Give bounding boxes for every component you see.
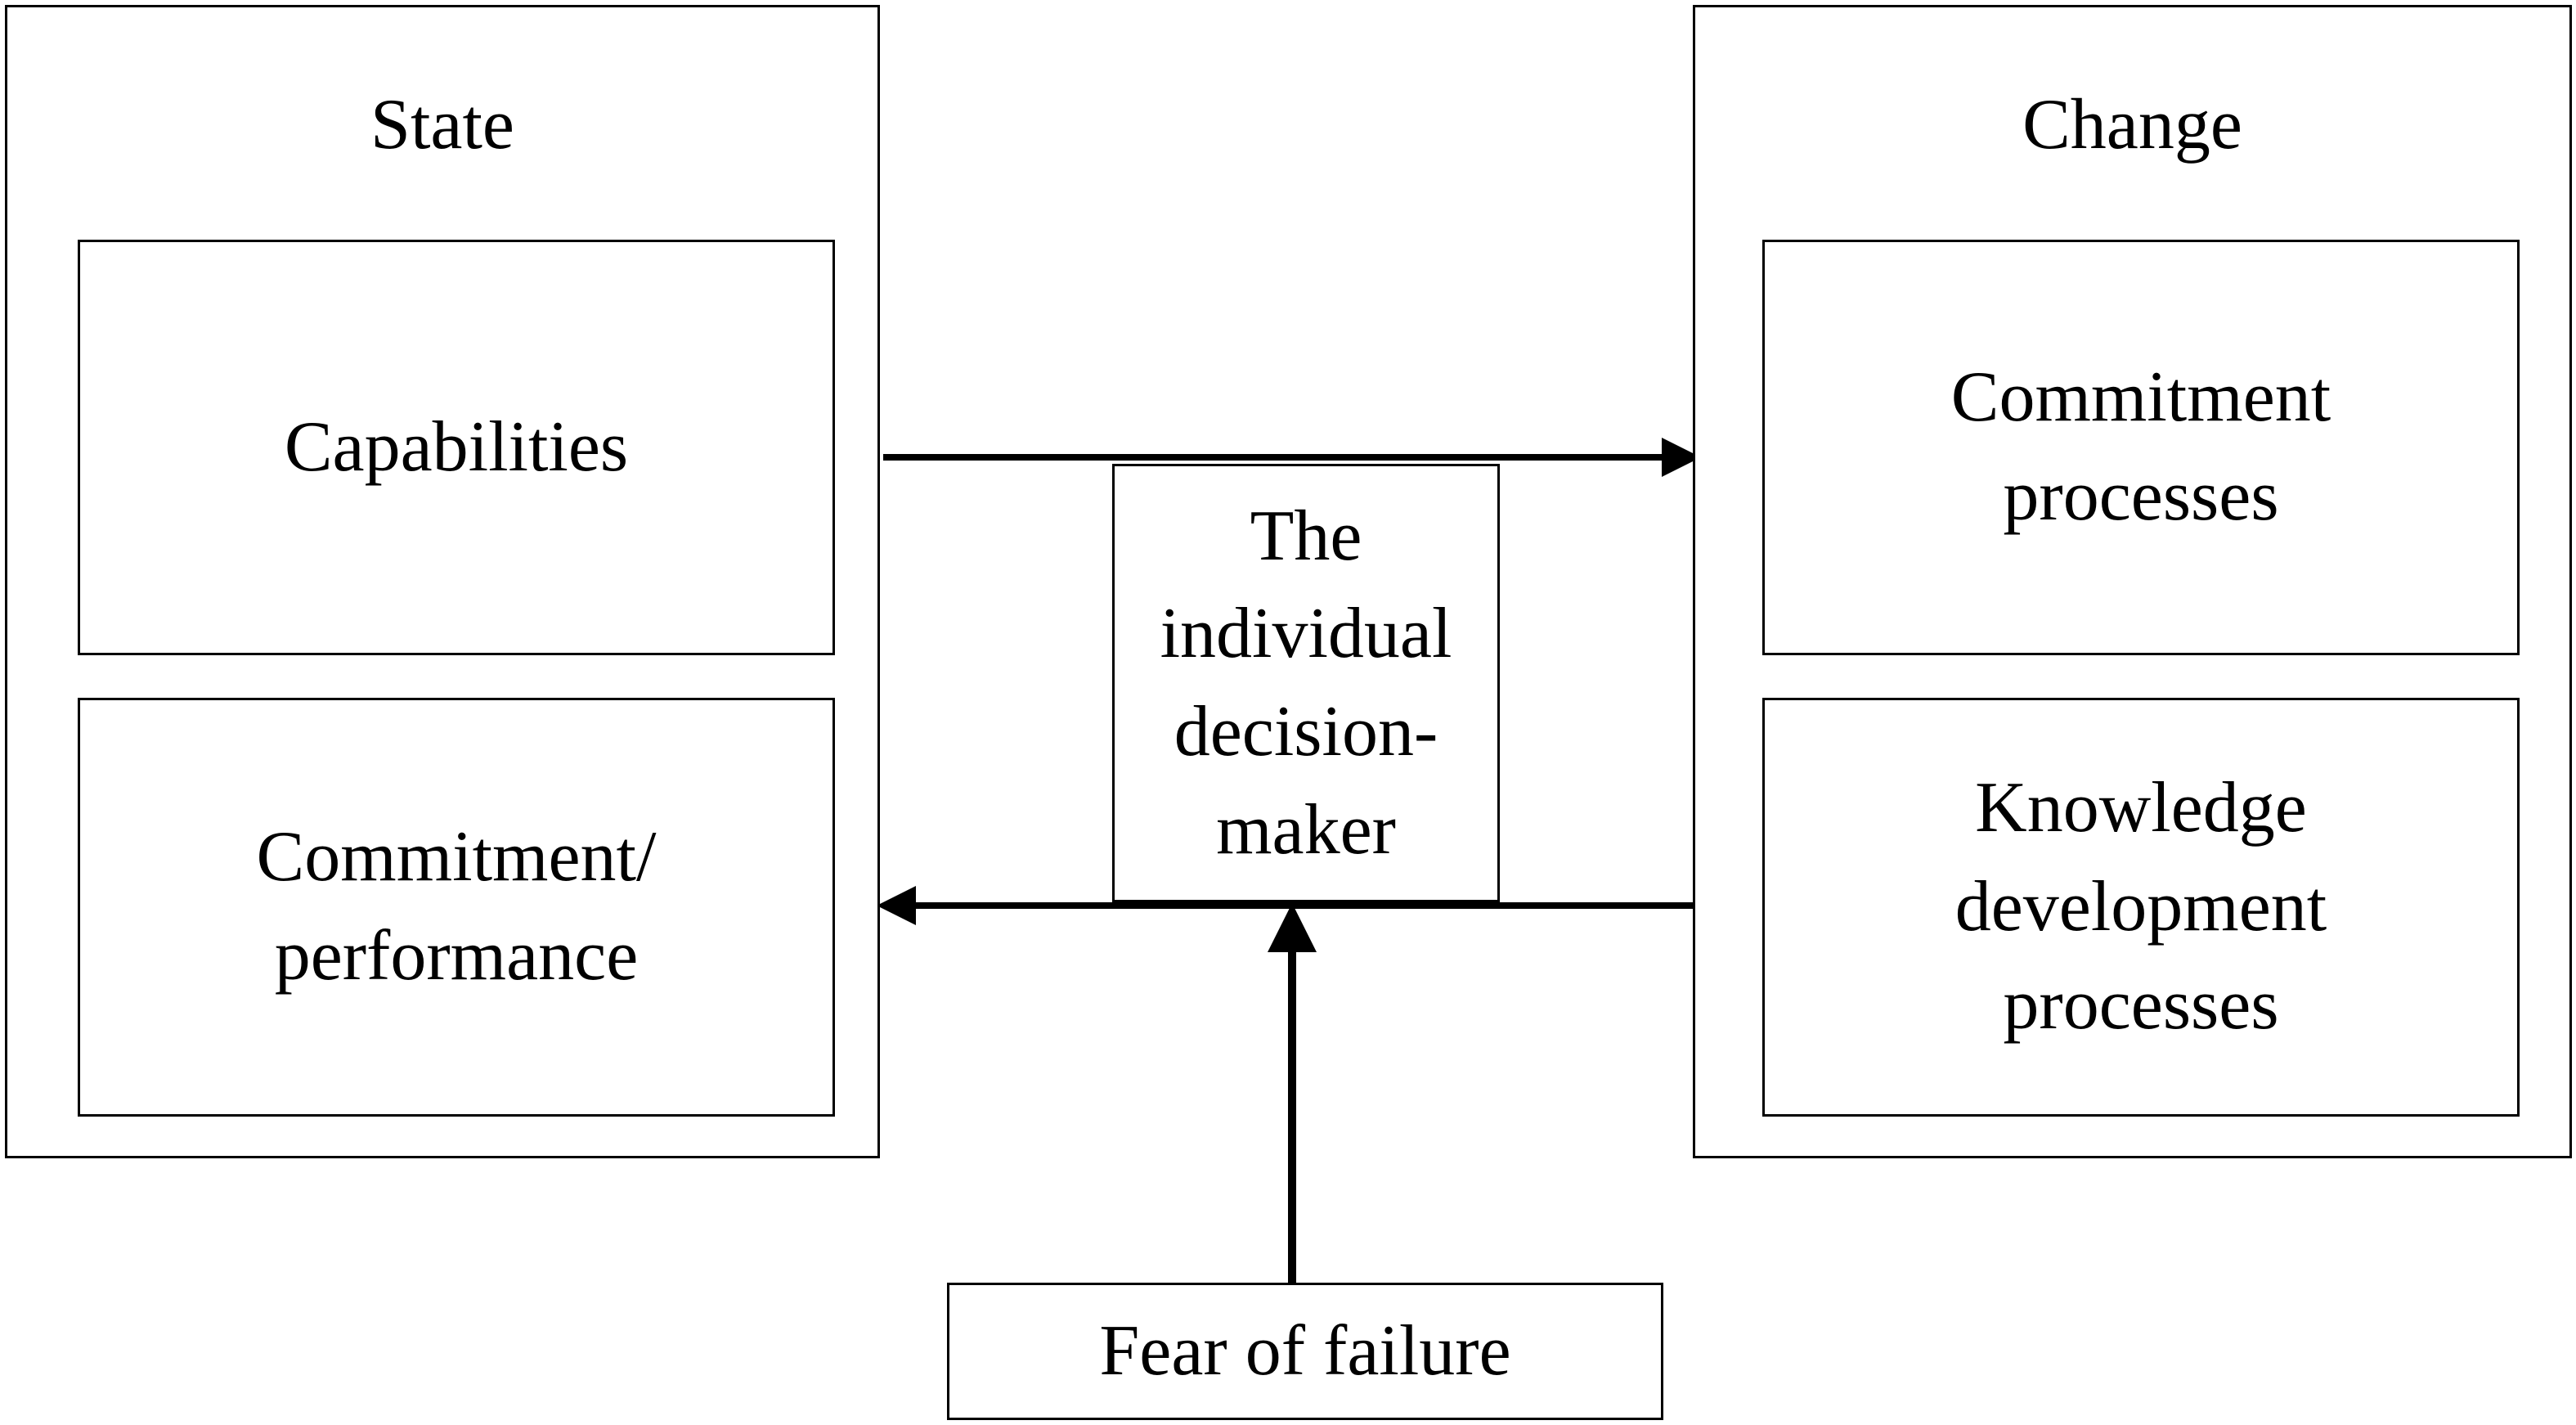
capabilities-label: Capabilities — [284, 407, 629, 487]
commitment-performance-line-1: Commitment/ — [256, 817, 657, 897]
decision-maker-line-2: individual — [1160, 594, 1452, 674]
change-title: Change — [2022, 85, 2242, 164]
fear-of-failure-box: Fear of failure — [947, 1283, 1663, 1420]
knowledge-development-line-3: processes — [2003, 965, 2279, 1045]
capabilities-box: Capabilities — [78, 240, 835, 655]
knowledge-development-line-2: development — [1954, 866, 2327, 946]
decision-maker-line-1: The — [1250, 496, 1362, 576]
knowledge-development-box: Knowledge development processes — [1762, 698, 2520, 1117]
decision-maker-box: The individual decision- maker — [1112, 464, 1500, 902]
state-title: State — [370, 85, 514, 164]
commitment-performance-line-2: performance — [274, 916, 639, 996]
commitment-performance-box: Commitment/ performance — [78, 698, 835, 1117]
decision-maker-line-3: decision- — [1174, 692, 1438, 771]
decision-maker-line-4: maker — [1216, 789, 1396, 870]
commitment-processes-box: Commitment processes — [1762, 240, 2520, 655]
fear-of-failure-label: Fear of failure — [1099, 1310, 1511, 1391]
commitment-processes-line-1: Commitment — [1950, 357, 2331, 438]
knowledge-development-line-1: Knowledge — [1975, 768, 2307, 848]
commitment-processes-line-2: processes — [2003, 456, 2279, 536]
